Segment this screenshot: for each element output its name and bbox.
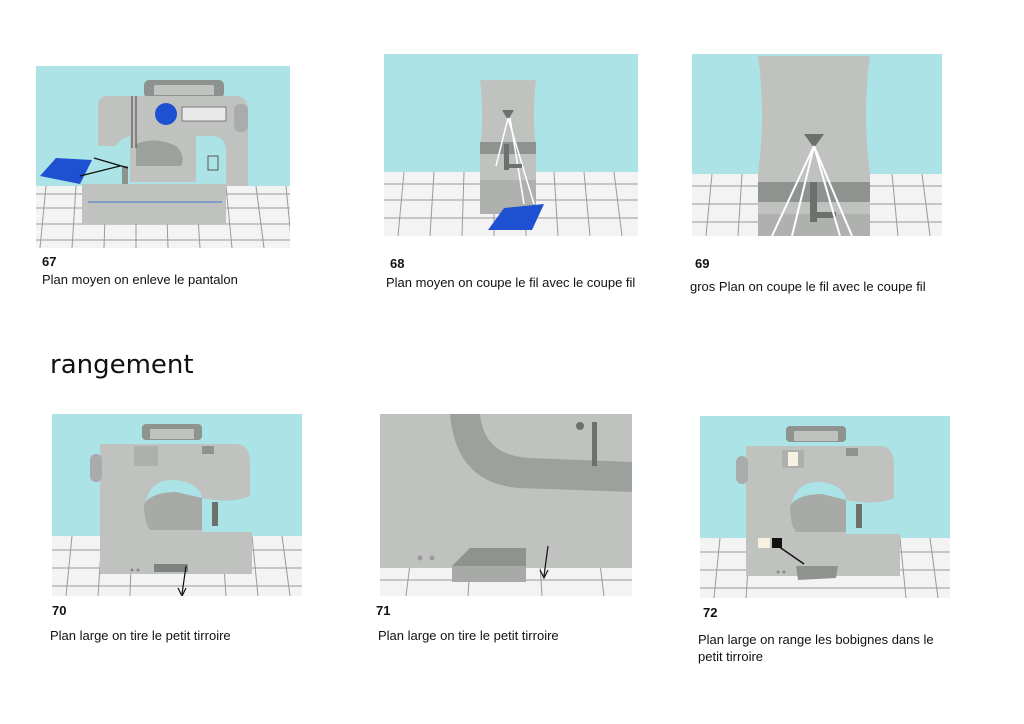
- shot-caption-72: Plan large on range les bobignes dans le…: [698, 632, 934, 664]
- storyboard-frame-70: [52, 414, 302, 596]
- shot-caption-69: gros Plan on coupe le fil avec le coupe …: [690, 279, 926, 294]
- storyboard-frame-68: [384, 54, 638, 236]
- shot-number-69: 69: [695, 256, 710, 271]
- storyboard-frame-67: [36, 66, 290, 248]
- shot-caption-68: Plan moyen on coupe le fil avec le coupe…: [386, 275, 636, 290]
- section-title: rangement: [50, 350, 194, 380]
- shot-number-68: 68: [390, 256, 405, 271]
- shot-caption-70: Plan large on tire le petit tirroire: [50, 628, 231, 643]
- shot-number-72: 72: [703, 605, 718, 620]
- shot-caption-71: Plan large on tire le petit tirroire: [378, 628, 559, 643]
- storyboard-frame-72: [700, 416, 950, 598]
- shot-caption-67: Plan moyen on enleve le pantalon: [42, 272, 238, 287]
- shot-number-71: 71: [376, 603, 391, 618]
- shot-number-67: 67: [42, 254, 57, 269]
- storyboard-frame-69: [692, 54, 942, 236]
- storyboard-frame-71: [380, 414, 632, 596]
- shot-number-70: 70: [52, 603, 67, 618]
